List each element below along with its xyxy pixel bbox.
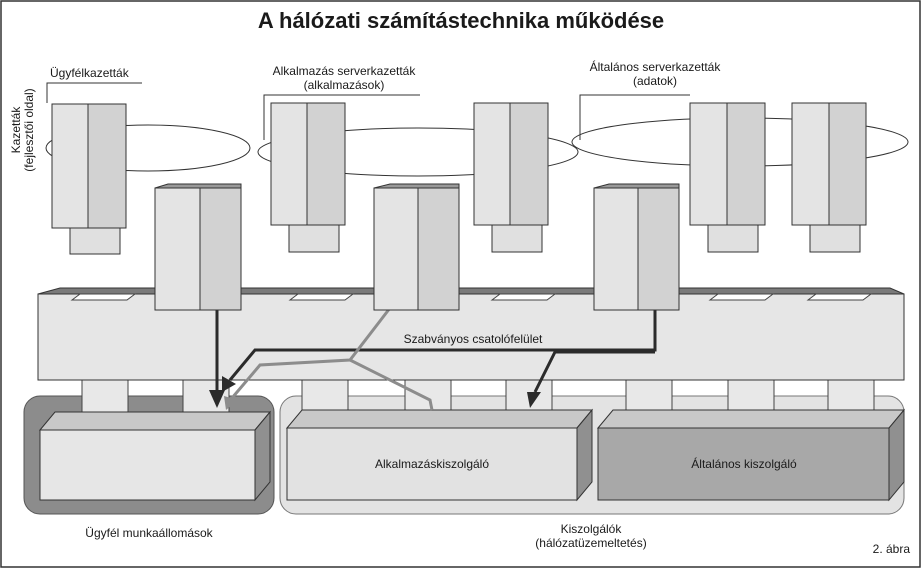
label-leaders xyxy=(46,82,690,140)
workstations-label: Ügyfél munkaállomások xyxy=(85,526,213,540)
interface-bar xyxy=(37,287,905,381)
general-server-box xyxy=(596,408,906,502)
client-box xyxy=(38,410,272,502)
app-cartridge-ring xyxy=(257,127,579,177)
client-cartridge-group xyxy=(45,103,251,255)
general-server-label: Általános kiszolgáló xyxy=(691,456,797,471)
general-cartridge-2 xyxy=(791,102,867,253)
client-cartridge-ring xyxy=(45,124,251,172)
app-server-cartridges-label: Alkalmazás serverkazetták xyxy=(273,64,417,78)
general-cartridge-group xyxy=(571,102,909,253)
app-cartridge-group xyxy=(257,102,579,253)
side-label: Kazetták (fejlesztői oldal) xyxy=(9,88,36,171)
app-server-cartridges-sublabel: (alkalmazások) xyxy=(304,78,385,92)
client-cartridge xyxy=(51,103,127,255)
connection-arrows xyxy=(215,307,657,411)
bar-slots xyxy=(70,293,873,301)
client-cartridges-label: Ügyfélkazetták xyxy=(50,66,130,80)
app-server-box xyxy=(285,408,594,502)
side-label-line-2: (fejlesztői oldal) xyxy=(22,88,36,171)
inserted-client-cartridge xyxy=(154,183,242,311)
inserted-app-cartridge xyxy=(373,183,460,311)
app-cartridge-1 xyxy=(270,102,346,253)
side-label-line-1: Kazetták xyxy=(9,106,23,154)
app-cartridge-2 xyxy=(473,102,549,253)
arrow-heads xyxy=(209,376,541,410)
interface-label: Szabványos csatolófelület xyxy=(404,332,543,346)
page-title: A hálózati számítástechnika működése xyxy=(258,8,664,33)
servers-sublabel: (hálózatüzemeltetés) xyxy=(535,536,646,550)
figure-number: 2. ábra xyxy=(873,542,911,556)
servers-label: Kiszolgálók xyxy=(561,522,623,536)
general-server-cartridges-sublabel: (adatok) xyxy=(633,74,677,88)
inserted-general-cartridge xyxy=(593,183,680,311)
general-cartridge-1 xyxy=(689,102,766,253)
app-server-label: Alkalmazáskiszolgáló xyxy=(375,457,489,471)
general-server-cartridges-label: Általános serverkazetták xyxy=(590,59,722,74)
